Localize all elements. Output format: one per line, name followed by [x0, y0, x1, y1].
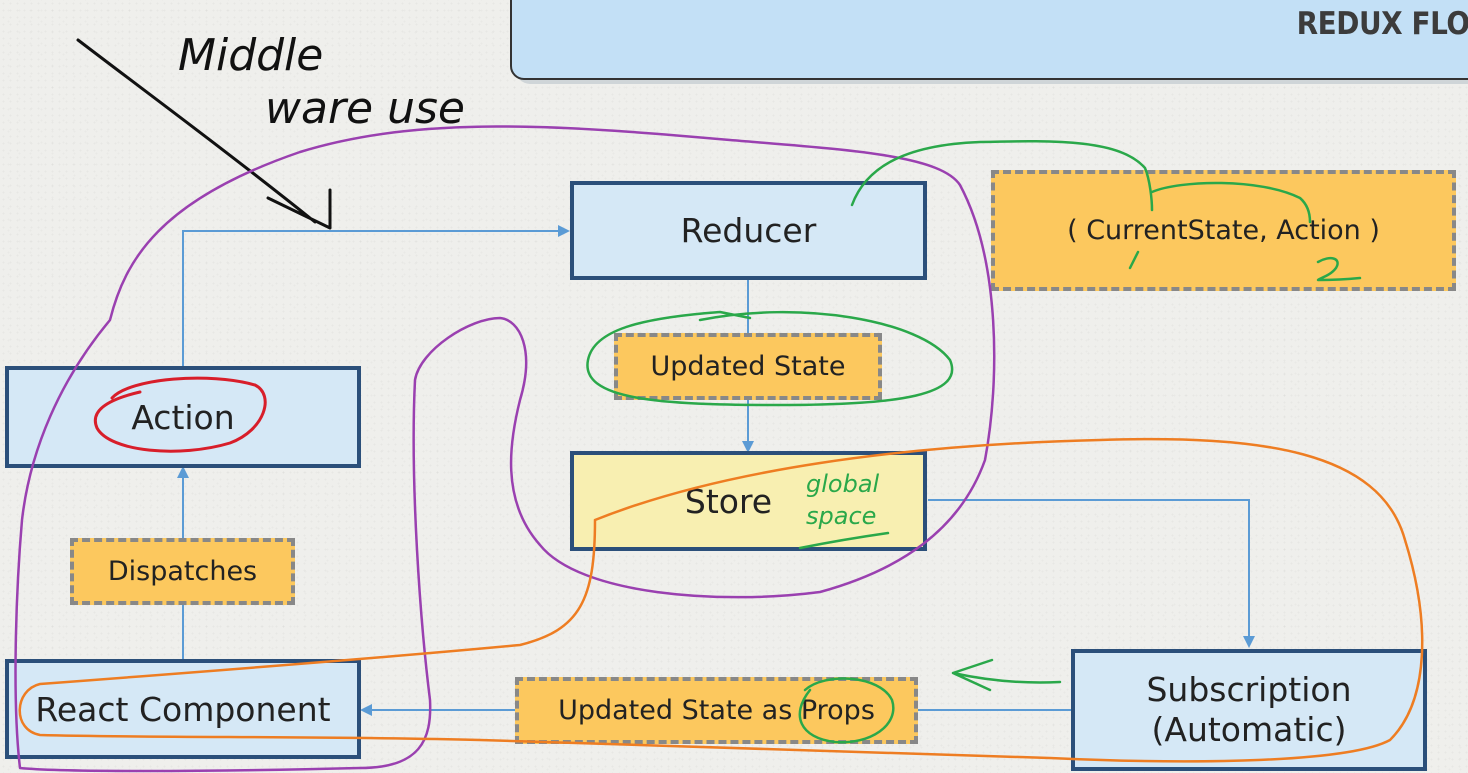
- reducer-box: Reducer: [570, 181, 927, 280]
- reducer-args-box: ( CurrentState, Action ): [991, 170, 1456, 291]
- subscription-box: Subscription (Automatic): [1071, 649, 1427, 771]
- react-component-label: React Component: [35, 689, 331, 729]
- middleware-note-line2: ware use: [265, 83, 465, 134]
- arg-2-mark: [1316, 256, 1362, 282]
- reducer-args-brace: [1150, 181, 1312, 224]
- action-highlight-circle: [93, 376, 267, 453]
- updated-state-label: Updated State: [650, 351, 846, 382]
- middleware-arrow-icon: [76, 38, 332, 230]
- reducer-label: Reducer: [680, 211, 817, 250]
- global-space-underline: [798, 531, 890, 550]
- dispatches-label: Dispatches: [107, 556, 258, 587]
- page-title: REDUX FLOW: [1296, 6, 1468, 42]
- global-space-note-line1: global: [806, 470, 880, 498]
- subscription-notify-arrow-icon: [951, 658, 1062, 692]
- reducer-args-label: ( CurrentState, Action ): [1067, 215, 1380, 246]
- global-space-note-line2: space: [806, 502, 876, 530]
- orange-loop-outline: [18, 437, 1424, 763]
- dispatches-box: Dispatches: [70, 538, 295, 605]
- purple-loop-outline: [14, 125, 996, 773]
- subscription-label-line2: (Automatic): [1151, 710, 1347, 749]
- updated-state-box: Updated State: [614, 333, 882, 400]
- updated-state-props-box: Updated State as Props: [515, 677, 918, 744]
- middleware-note-line1: Middle: [178, 30, 323, 81]
- action-label: Action: [131, 397, 235, 437]
- header-banner: REDUX FLOW: [510, 0, 1468, 80]
- arrow-store-to-subscription: [928, 499, 1255, 648]
- arrow-action-to-reducer: [182, 225, 570, 366]
- updated-state-highlight-circle: [586, 310, 954, 407]
- updated-state-props-label: Updated State as Props: [558, 695, 875, 726]
- subscription-label-line1: Subscription: [1146, 670, 1352, 710]
- props-highlight-circle: [798, 677, 895, 744]
- store-box: Store: [570, 451, 927, 551]
- arg-1-tick: [1128, 250, 1140, 270]
- action-box: Action: [5, 366, 361, 468]
- reducer-args-link: [850, 139, 1154, 212]
- react-component-box: React Component: [5, 659, 361, 759]
